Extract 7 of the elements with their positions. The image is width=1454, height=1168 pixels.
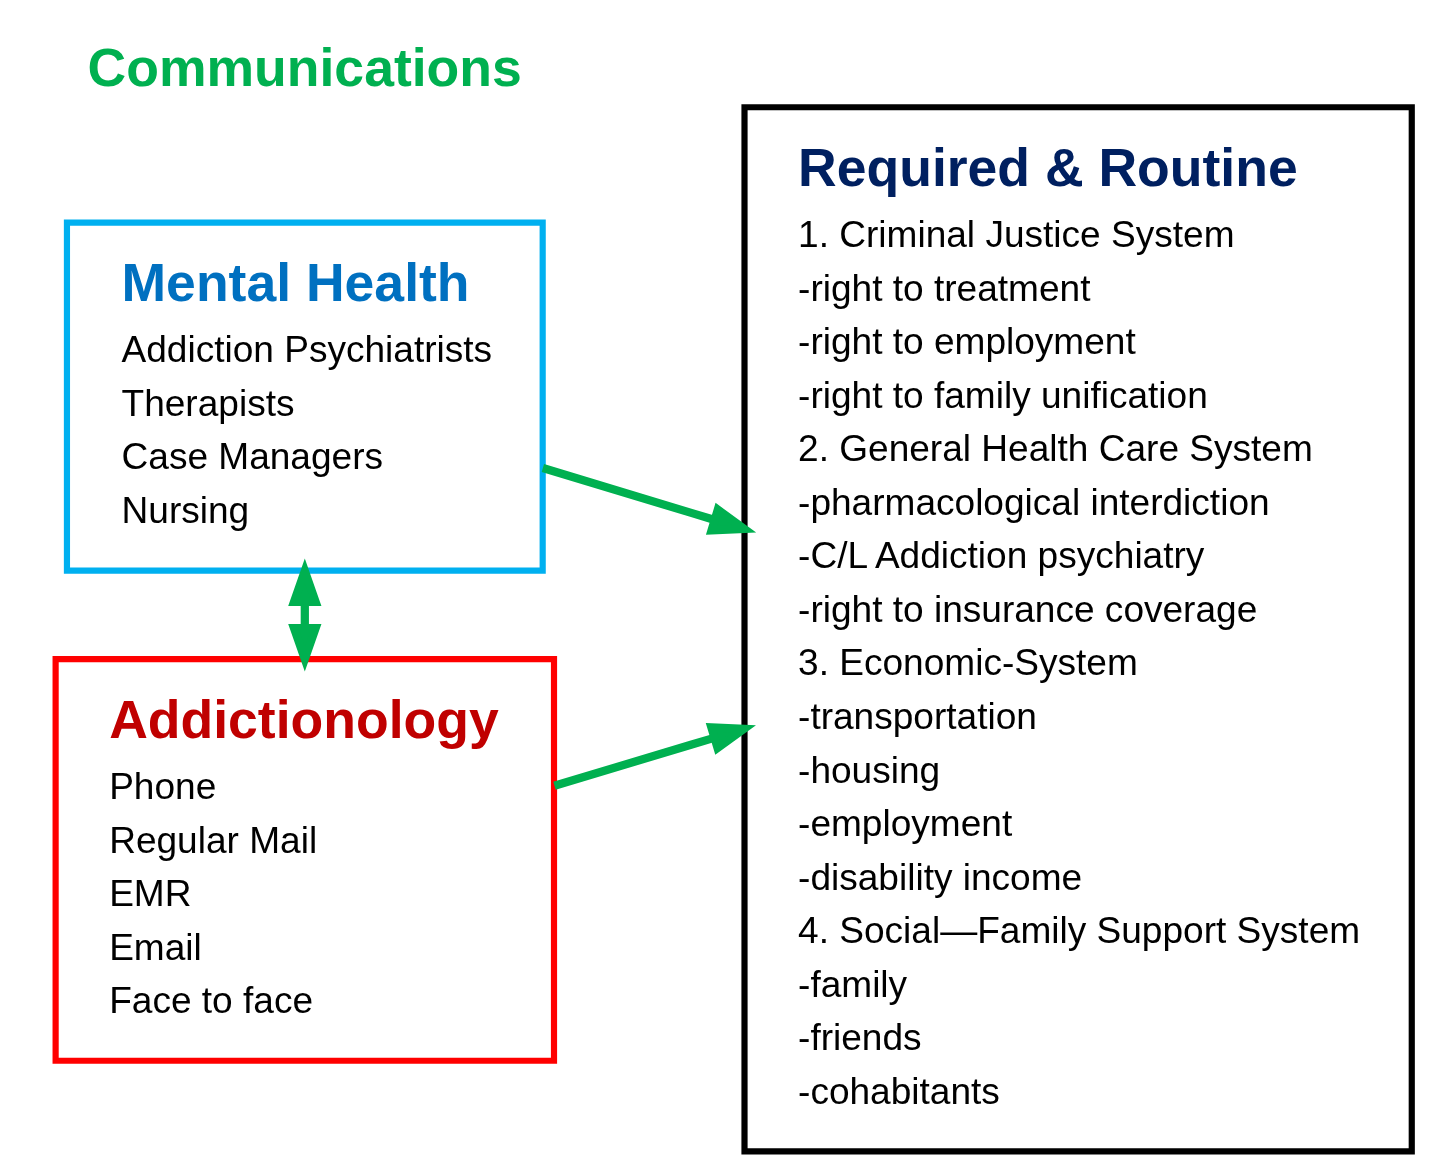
node-box: Required & Routine 1. Criminal Justice System -right to treatment -right to employment -right to family unification 2. General Health Care System -pharmacological interdiction -C/L Addiction psychiatry -right to insurance coverage 3. Economic-System -transportation -housing -employment -disability income 4. Social—Family Support System -family -friends -cohabitants xyxy=(741,104,1415,1155)
node-box: Mental Health Addiction Psychiatrists Therapists Case Managers Nursing xyxy=(63,219,546,574)
arrow xyxy=(288,558,322,672)
arrow xyxy=(553,723,756,790)
label: Communications xyxy=(87,38,522,98)
node-box: Addictionology Phone Regular Mail EMR Email Face to face xyxy=(52,656,558,1064)
arrow xyxy=(541,464,757,535)
